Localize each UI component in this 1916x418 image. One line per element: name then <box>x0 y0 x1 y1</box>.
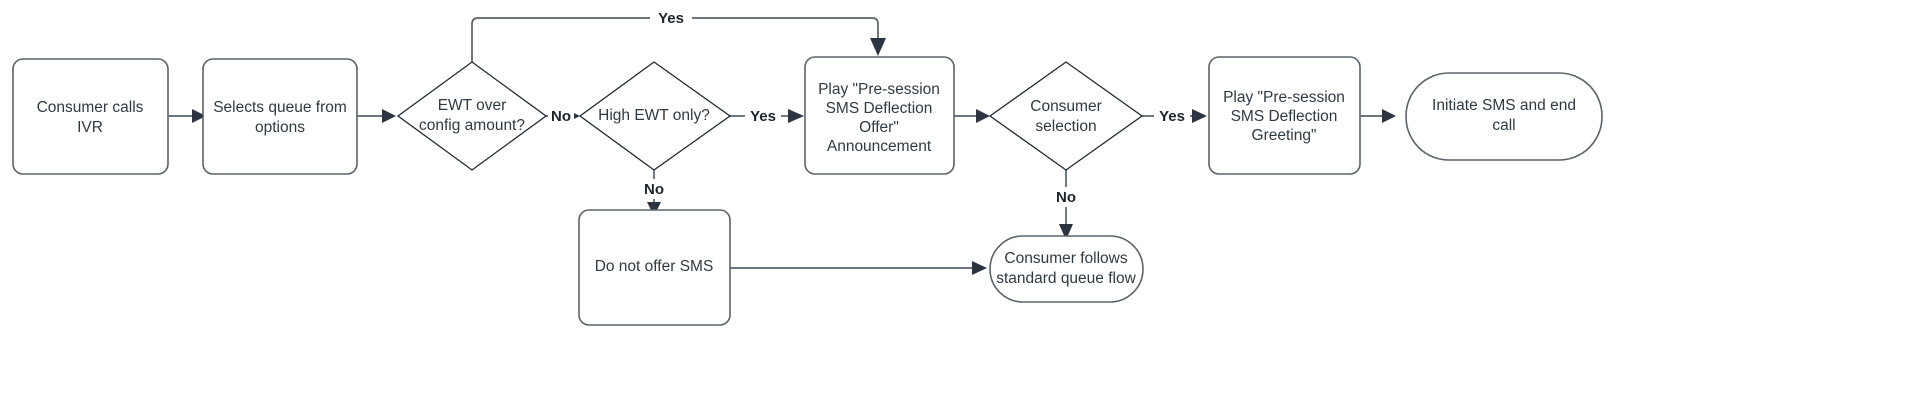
label-backdrop <box>1052 187 1080 207</box>
node-shape-rounded-rect <box>202 58 358 175</box>
node-label-line: Selects queue from <box>213 99 347 116</box>
node-label-line: Play "Pre-session <box>1223 89 1345 106</box>
edge-do-not-offer-to-standard-flow <box>730 261 987 275</box>
node-label-line: config amount? <box>419 117 525 134</box>
node-label-line: call <box>1492 117 1515 134</box>
edge-label-yes-high-ewt: Yes <box>745 106 781 126</box>
node-label-line: standard queue flow <box>996 270 1136 287</box>
node-shape-stadium <box>989 235 1144 303</box>
node-label-line: EWT over <box>438 97 507 114</box>
edge-label-no-high-ewt: No <box>640 179 668 199</box>
edge-label-text: Yes <box>1159 108 1185 125</box>
node-label-line: Greeting" <box>1252 127 1317 144</box>
node-ewt-over-config[interactable]: EWT over config amount? <box>396 61 548 171</box>
node-label-line: Offer" <box>859 119 899 136</box>
edge-consumer-selection-no-to-standard-flow <box>1059 170 1073 240</box>
edge-label-layer: Yes No Yes No Yes <box>548 8 1190 207</box>
label-backdrop <box>745 106 781 126</box>
edge-greeting-to-initiate-sms <box>1360 109 1396 123</box>
edge-label-text: No <box>1056 189 1076 206</box>
edge-selects-to-ewt <box>357 109 396 123</box>
node-consumer-selection[interactable]: Consumer selection <box>988 61 1144 171</box>
edge-label-no-consumer-selection: No <box>1052 187 1080 207</box>
node-shape-diamond <box>396 61 548 171</box>
node-label-line: selection <box>1035 118 1096 135</box>
node-shape-rounded-rect <box>12 58 169 175</box>
node-shape-diamond <box>578 61 732 171</box>
label-backdrop <box>650 8 692 28</box>
node-label-line: IVR <box>77 119 103 136</box>
node-shape-rounded-rect <box>1208 56 1361 175</box>
node-label-line: Consumer calls <box>37 99 144 116</box>
node-label-line: Consumer follows <box>1004 250 1127 267</box>
edge-label-text: No <box>551 108 571 125</box>
node-play-offer-announcement[interactable]: Play "Pre-session SMS Deflection Offer" … <box>804 56 955 175</box>
node-label-line: Initiate SMS and end <box>1432 97 1576 114</box>
node-label-line: Play "Pre-session <box>818 81 940 98</box>
node-high-ewt-only[interactable]: High EWT only? <box>578 61 732 171</box>
label-backdrop <box>1154 106 1190 126</box>
node-standard-queue-flow[interactable]: Consumer follows standard queue flow <box>989 235 1144 303</box>
node-play-greeting[interactable]: Play "Pre-session SMS Deflection Greetin… <box>1208 56 1361 175</box>
edge-ivr-to-selects <box>168 109 206 123</box>
node-label-line: SMS Deflection <box>1231 108 1338 125</box>
node-label-line: Consumer <box>1030 98 1102 115</box>
node-consumer-calls-ivr[interactable]: Consumer calls IVR <box>12 58 169 175</box>
node-shape-rounded-rect <box>578 209 731 326</box>
label-backdrop <box>640 179 668 199</box>
edge-label-text: Yes <box>658 10 684 27</box>
edge-label-yes-top-loop: Yes <box>650 8 692 28</box>
node-do-not-offer-sms[interactable]: Do not offer SMS <box>578 209 731 326</box>
node-initiate-sms-end-call[interactable]: Initiate SMS and end call <box>1405 72 1603 161</box>
node-label-line: Do not offer SMS <box>595 258 714 275</box>
edge-label-no-first-decision: No <box>548 106 574 126</box>
node-label-line: High EWT only? <box>598 107 710 124</box>
edge-label-yes-consumer-selection: Yes <box>1154 106 1190 126</box>
edge-label-text: No <box>644 181 664 198</box>
node-label-line: options <box>255 119 305 136</box>
edge-high-ewt-yes-to-announcement <box>730 109 804 123</box>
node-shape-diamond <box>988 61 1144 171</box>
label-backdrop <box>548 106 574 126</box>
node-label-line: SMS Deflection <box>826 100 933 117</box>
node-shape-stadium <box>1405 72 1603 161</box>
node-selects-queue[interactable]: Selects queue from options <box>202 58 358 175</box>
node-shape-rounded-rect <box>804 56 955 175</box>
edge-label-text: Yes <box>750 108 776 125</box>
node-label-line: Announcement <box>827 138 932 155</box>
edge-announcement-to-consumer-selection <box>954 109 990 123</box>
